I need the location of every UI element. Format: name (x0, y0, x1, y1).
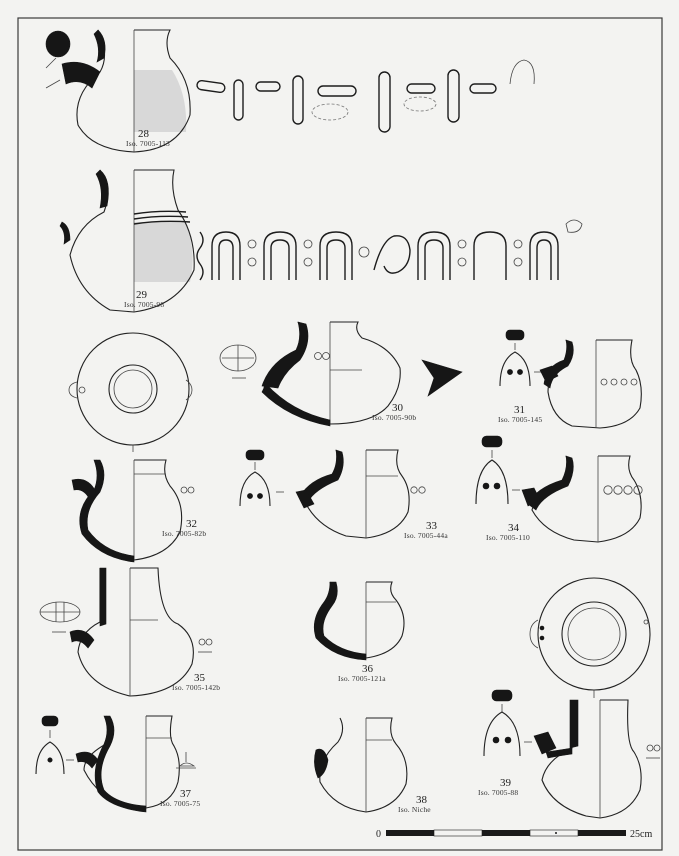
vessel-35-number: 35 (194, 672, 206, 684)
vessel-39-number: 39 (500, 777, 512, 789)
vessel-37: 37 Iso. 7005-75 (35, 715, 200, 813)
vessel-29-number: 29 (136, 289, 148, 301)
vessel-39-reg: Iso. 7005-88 (478, 788, 518, 797)
vessel-36-number: 36 (362, 663, 374, 675)
vessel-38: 38 Iso. Niche (314, 717, 431, 814)
vessel-37-reg: Iso. 7005-75 (160, 799, 200, 808)
plate-frame (17, 17, 663, 851)
vessel-32-number: 32 (186, 518, 197, 530)
vessel-28: 28 Iso. 7005-113 (45, 29, 191, 153)
vessel-29-reg: Iso. 7005-98 (124, 300, 164, 309)
vessel-29: 29 Iso. 7005-98 (59, 169, 195, 313)
vessel-35-reg: Iso. 7005-142b (172, 683, 220, 692)
vessel-32-reg: Iso. 7005-82b (162, 529, 206, 538)
vessel-34-number: 34 (508, 522, 520, 534)
vessel-39-top-view (529, 577, 651, 698)
scale-bar: 0 25cm (376, 829, 652, 840)
vessel-39: 39 Iso. 7005-88 (478, 689, 661, 819)
vessel-30-reg: Iso. 7005-90b (372, 413, 416, 422)
scale-end-label: 25cm (630, 829, 652, 840)
vessel-33-reg: Iso. 7005-44a (404, 531, 448, 540)
vessel-30: 30 Iso. 7005-90b (219, 321, 463, 427)
vessel-38-reg: Iso. Niche (398, 805, 431, 814)
vessel-38-number: 38 (416, 794, 428, 806)
vessel-36-reg: Iso. 7005-121a (338, 674, 386, 683)
vessel-36: 36 Iso. 7005-121a (313, 581, 405, 683)
vessel-31: 31 Iso. 7005-145 (498, 329, 642, 429)
vessel-33-number: 33 (426, 520, 438, 532)
vessel-31-reg: Iso. 7005-145 (498, 415, 542, 424)
scale-start-label: 0 (376, 829, 381, 840)
decoration-strip-28 (196, 59, 535, 133)
vessel-37-number: 37 (180, 788, 192, 800)
vessel-34-reg: Iso. 7005-110 (486, 533, 530, 542)
vessel-28-number: 28 (138, 128, 150, 140)
vessel-35: 35 Iso. 7005-142b (39, 567, 220, 697)
vessel-34: 34 Iso. 7005-110 (475, 435, 643, 543)
vessel-31-number: 31 (514, 404, 525, 416)
vessel-28-reg: Iso. 7005-113 (126, 139, 170, 148)
vessel-30-number: 30 (392, 402, 404, 414)
decoration-strip-29 (196, 219, 583, 281)
vessel-33: 33 Iso. 7005-44a (239, 449, 448, 540)
vessel-32-top-view (68, 332, 193, 452)
vessel-32: 32 Iso. 7005-82b (71, 459, 206, 563)
